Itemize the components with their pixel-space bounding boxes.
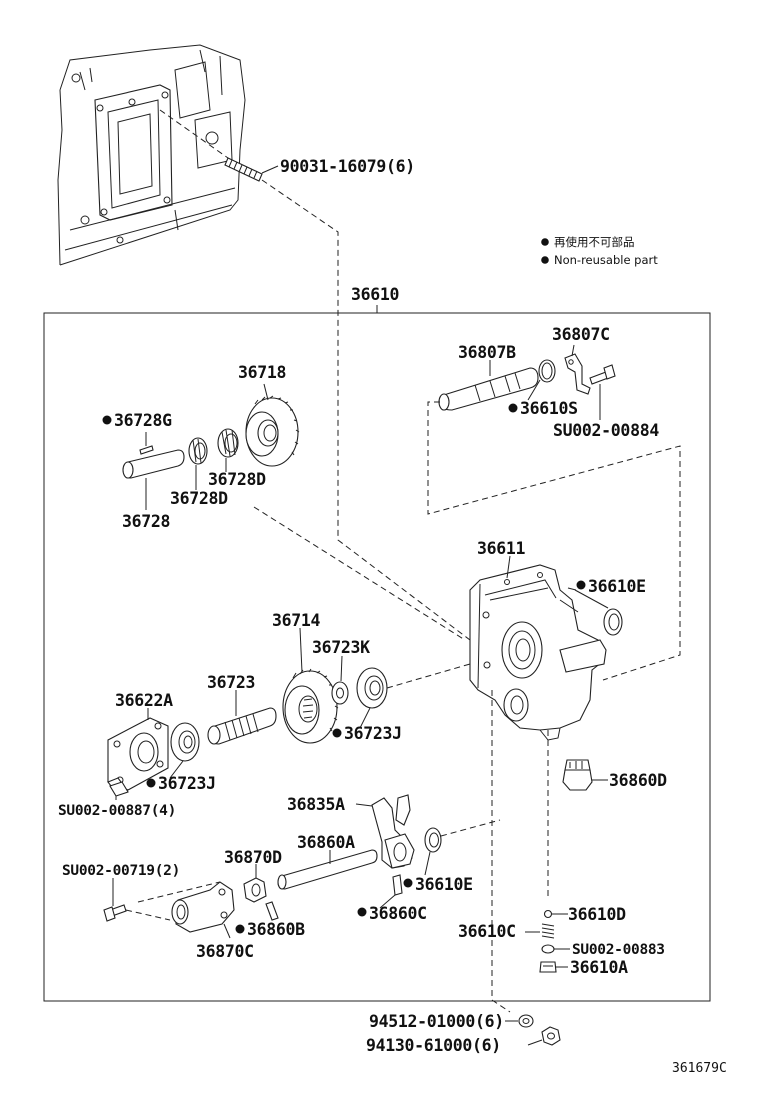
label-94130-61000: 94130-61000(6) <box>366 1036 501 1055</box>
label-SU002-00883: SU002-00883 <box>572 942 665 958</box>
label-36610A: 36610A <box>570 958 628 977</box>
label-36835A: 36835A <box>287 795 345 814</box>
bearing-36728D-a <box>217 428 239 458</box>
label-36610D: 36610D <box>568 905 626 924</box>
stud-bolt <box>224 157 263 182</box>
label-36610: 36610 <box>351 285 399 304</box>
plate-36807C <box>564 353 591 395</box>
label-36870D: 36870D <box>224 848 282 867</box>
label-SU002-00719: SU002-00719(2) <box>62 863 180 879</box>
label-36610E-a: 36610E <box>588 577 646 596</box>
bolt-SU002-00887 <box>107 777 129 797</box>
washer-94512 <box>518 1014 534 1028</box>
label-36622A: 36622A <box>115 691 173 710</box>
label-36860B: 36860B <box>247 920 305 939</box>
housing-36870C <box>171 881 235 933</box>
label-94512-01000: 94512-01000(6) <box>369 1012 504 1031</box>
label-36610C: 36610C <box>458 922 516 941</box>
label-36807C: 36807C <box>552 325 610 344</box>
shaft-36807B <box>438 367 539 411</box>
bearing-36723J-b <box>170 722 200 762</box>
legend-en: Non-reusable part <box>554 253 658 267</box>
gear-36714 <box>282 668 339 744</box>
label-36807B: 36807B <box>458 343 516 362</box>
label-90031-16079: 90031-16079(6) <box>280 157 415 176</box>
label-36718: 36718 <box>238 363 286 382</box>
ball-36610D <box>543 909 553 919</box>
pin-36728G <box>139 445 154 455</box>
shaft-36728 <box>122 449 185 479</box>
bolt-SU002-00884 <box>589 364 616 385</box>
label-36610E-b: 36610E <box>415 875 473 894</box>
gasket-SU002-00883 <box>541 944 555 954</box>
label-36723J-a: 36723J <box>344 724 402 743</box>
oil-seal-36610E-b <box>424 827 442 853</box>
interlock-36870D <box>243 877 267 903</box>
non-reusable-dot-icon <box>541 256 549 264</box>
shaft-36860A <box>277 849 378 890</box>
legend-ja: 再使用不可部品 <box>554 235 635 249</box>
label-36860C: 36860C <box>369 904 427 923</box>
bearing-36723J-a <box>356 667 388 709</box>
label-36728D-b: 36728D <box>170 489 228 508</box>
label-36728D-a: 36728D <box>208 470 266 489</box>
label-36860D: 36860D <box>609 771 667 790</box>
label-SU002-00884: SU002-00884 <box>553 421 659 440</box>
label-36860A: 36860A <box>297 833 355 852</box>
cover-36622A <box>107 717 169 791</box>
label-36728: 36728 <box>122 512 170 531</box>
washer-36723K <box>331 681 349 705</box>
gear-36718 <box>245 395 300 467</box>
fork-36835A <box>371 794 415 869</box>
label-36723: 36723 <box>207 673 255 692</box>
label-36728G: 36728G <box>114 411 172 430</box>
nut-94130 <box>541 1026 561 1046</box>
bearing-36728D-b <box>188 437 208 465</box>
spring-36610C <box>541 923 555 939</box>
label-36714: 36714 <box>272 611 321 630</box>
case-36611 <box>469 564 607 741</box>
non-reusable-dot-icon <box>541 238 549 246</box>
transmission-case-illustration <box>57 44 246 266</box>
label-36610S: 36610S <box>520 399 578 418</box>
label-36723K: 36723K <box>312 638 370 657</box>
figure-code: 361679C <box>672 1061 727 1076</box>
legend: 再使用不可部品 Non-reusable part <box>541 235 658 267</box>
label-36723J-b: 36723J <box>158 774 216 793</box>
pin-36860C <box>392 874 403 896</box>
oil-seal-36610E-a <box>603 608 623 636</box>
pin-36860B <box>265 901 279 921</box>
label-SU002-00887: SU002-00887(4) <box>58 803 176 819</box>
assembly-frame <box>43 312 711 1002</box>
label-36611: 36611 <box>477 539 526 558</box>
plug-36610A <box>539 961 557 973</box>
plug-36860D <box>562 759 593 791</box>
shaft-36723 <box>207 707 277 745</box>
bolt-SU002-00719 <box>103 904 127 922</box>
label-36870C: 36870C <box>196 942 254 961</box>
